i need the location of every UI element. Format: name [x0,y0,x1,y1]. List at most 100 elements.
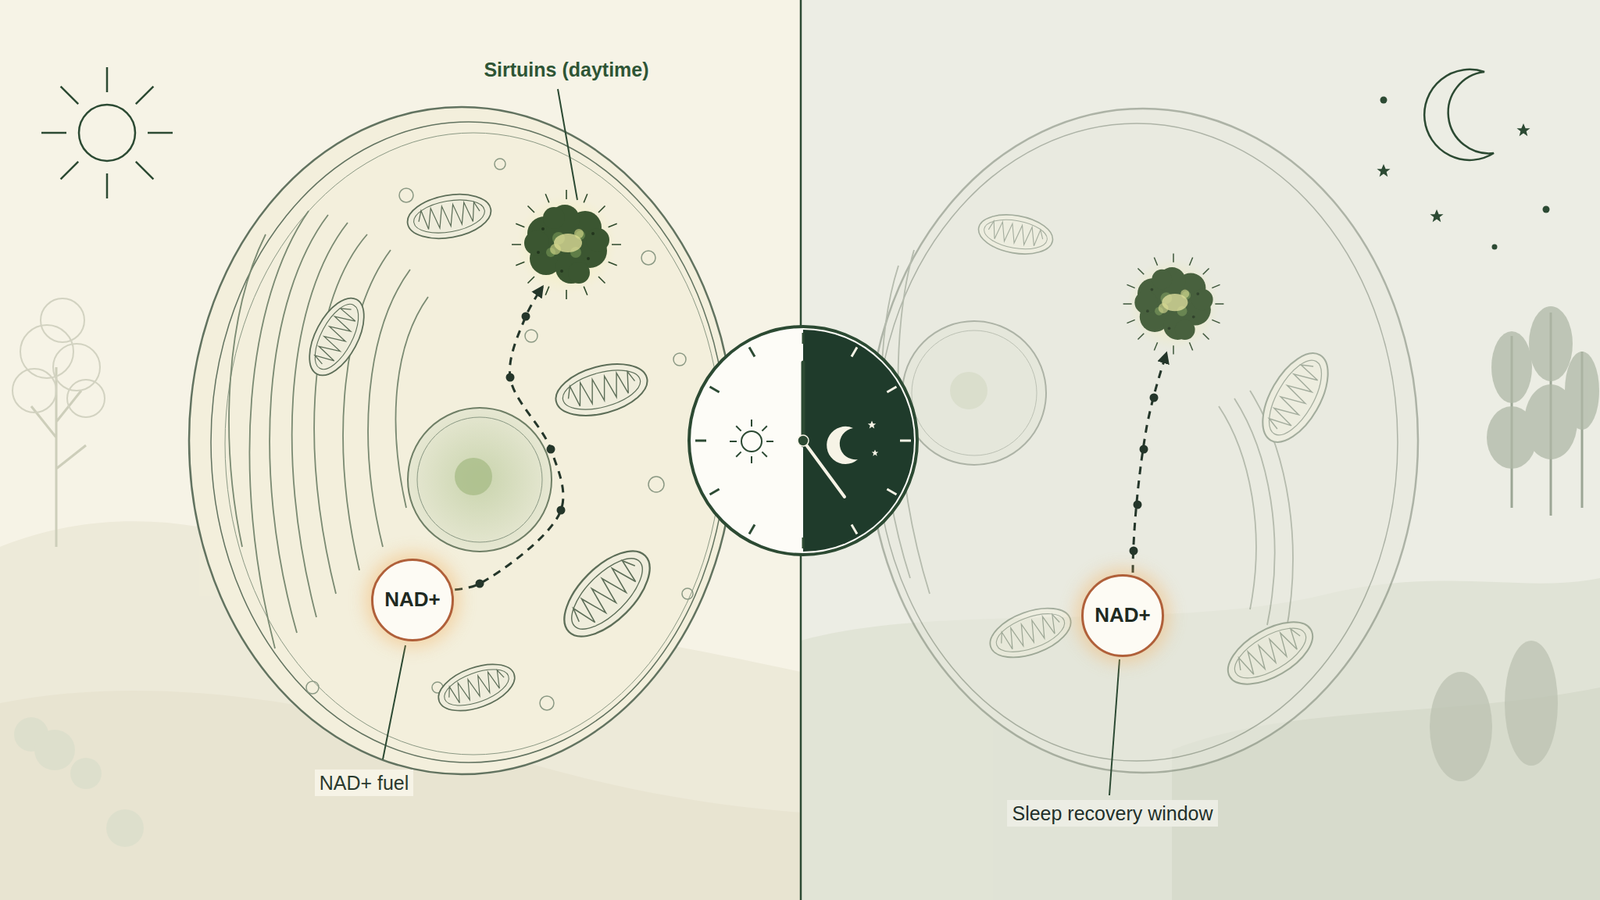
day-night-clock [729,419,774,464]
moon-icon [1380,96,1388,104]
day-landscape [40,298,85,343]
sirtuin-shape [511,189,622,300]
day-night-clock [867,421,876,429]
day-cell [432,655,521,721]
day-landscape [106,809,144,847]
night-nad-flow [1132,353,1167,573]
day-cell [673,353,686,366]
sun-icon [78,104,136,161]
day-cell [189,107,735,775]
nad-circle: NAD+ [371,558,454,642]
flow-dot [506,373,515,383]
moon-icon [1429,209,1443,222]
sun-icon [41,67,173,199]
night-cell [983,598,1078,668]
connectors [454,286,565,590]
day-cell [298,289,375,385]
moon-icon [1542,206,1550,214]
night-cell [902,321,1047,465]
day-cell [539,696,554,711]
night-landscape [1528,306,1573,382]
day-cell [292,222,348,618]
day-night-clock [689,326,918,555]
day-landscape [12,298,105,418]
day-cell [228,234,266,547]
day-cell [494,158,506,170]
day-cell [648,476,665,493]
night-cell [950,371,988,410]
night-landscape [1491,331,1533,404]
molecule-label: NAD+ [1094,603,1151,628]
sirtuin-protein: Sirtuins (daytime) [522,200,611,289]
day-cell [454,457,493,496]
day-landscape [53,343,100,391]
day-cell [314,234,368,594]
night-landscape [1429,640,1558,782]
day-cell [399,188,414,203]
day-landscape [14,717,144,847]
night-landscape [1429,671,1493,782]
day-night-clock [851,347,911,535]
day-cell [269,214,329,633]
night-sirtuin [1123,253,1225,355]
nad-circle: NAD+ [1081,574,1165,658]
night-nad-flow [1139,445,1149,454]
sirtuin-shape [522,200,611,289]
nad-flow [454,286,565,590]
moon-icon [1376,69,1550,250]
night-cell [975,209,1057,260]
day-cell [682,588,693,600]
day-night-clock [871,450,879,457]
callout-label: Sleep recovery window [1007,800,1218,827]
day-night-clock [695,332,804,549]
night-landscape [1564,351,1600,430]
night-sirtuin [1123,253,1225,355]
day-night-clock [695,332,804,549]
day-cell [189,107,735,775]
moon-icon [1376,96,1550,250]
flow-dot [475,579,485,589]
day-night-clock [867,421,879,457]
day-night-clock [803,329,915,552]
leader-lines [382,89,1120,796]
night-nad-flow [1129,546,1139,556]
day-landscape [70,757,102,790]
callout-label: NAD+ fuel [314,769,415,797]
day-cell [407,407,552,552]
moon-icon [1492,244,1498,250]
night-cell [911,330,1037,456]
day-cell [525,329,538,343]
flow-dot [557,506,566,515]
day-night-clock [851,347,911,535]
night-nad-flow [1129,393,1159,556]
day-cell [210,121,727,763]
day-cell [306,681,319,694]
night-cell [1249,342,1342,454]
day-cell [249,210,309,649]
day-cell [367,269,411,547]
night-cell [867,108,1418,773]
dashed-arrow [454,286,564,590]
protein-label: Sirtuins (daytime) [478,56,654,83]
night-cell [881,250,1293,637]
day-cell [306,158,693,711]
day-cell [403,188,495,245]
day-night-clock [826,426,858,465]
night-nad-flow [1133,500,1143,510]
flow-dot [546,445,556,454]
day-night-clock [729,419,774,464]
night-nad-flow [1129,353,1168,573]
day-cell [417,417,543,543]
day-night-clock [689,326,918,555]
night-ground [800,0,1600,900]
night-cell [1218,406,1257,610]
leader-lines [1109,659,1120,796]
flow-dot [521,312,531,322]
day-landscape [34,729,75,771]
day-cell [550,536,665,651]
night-cell [867,108,1418,773]
